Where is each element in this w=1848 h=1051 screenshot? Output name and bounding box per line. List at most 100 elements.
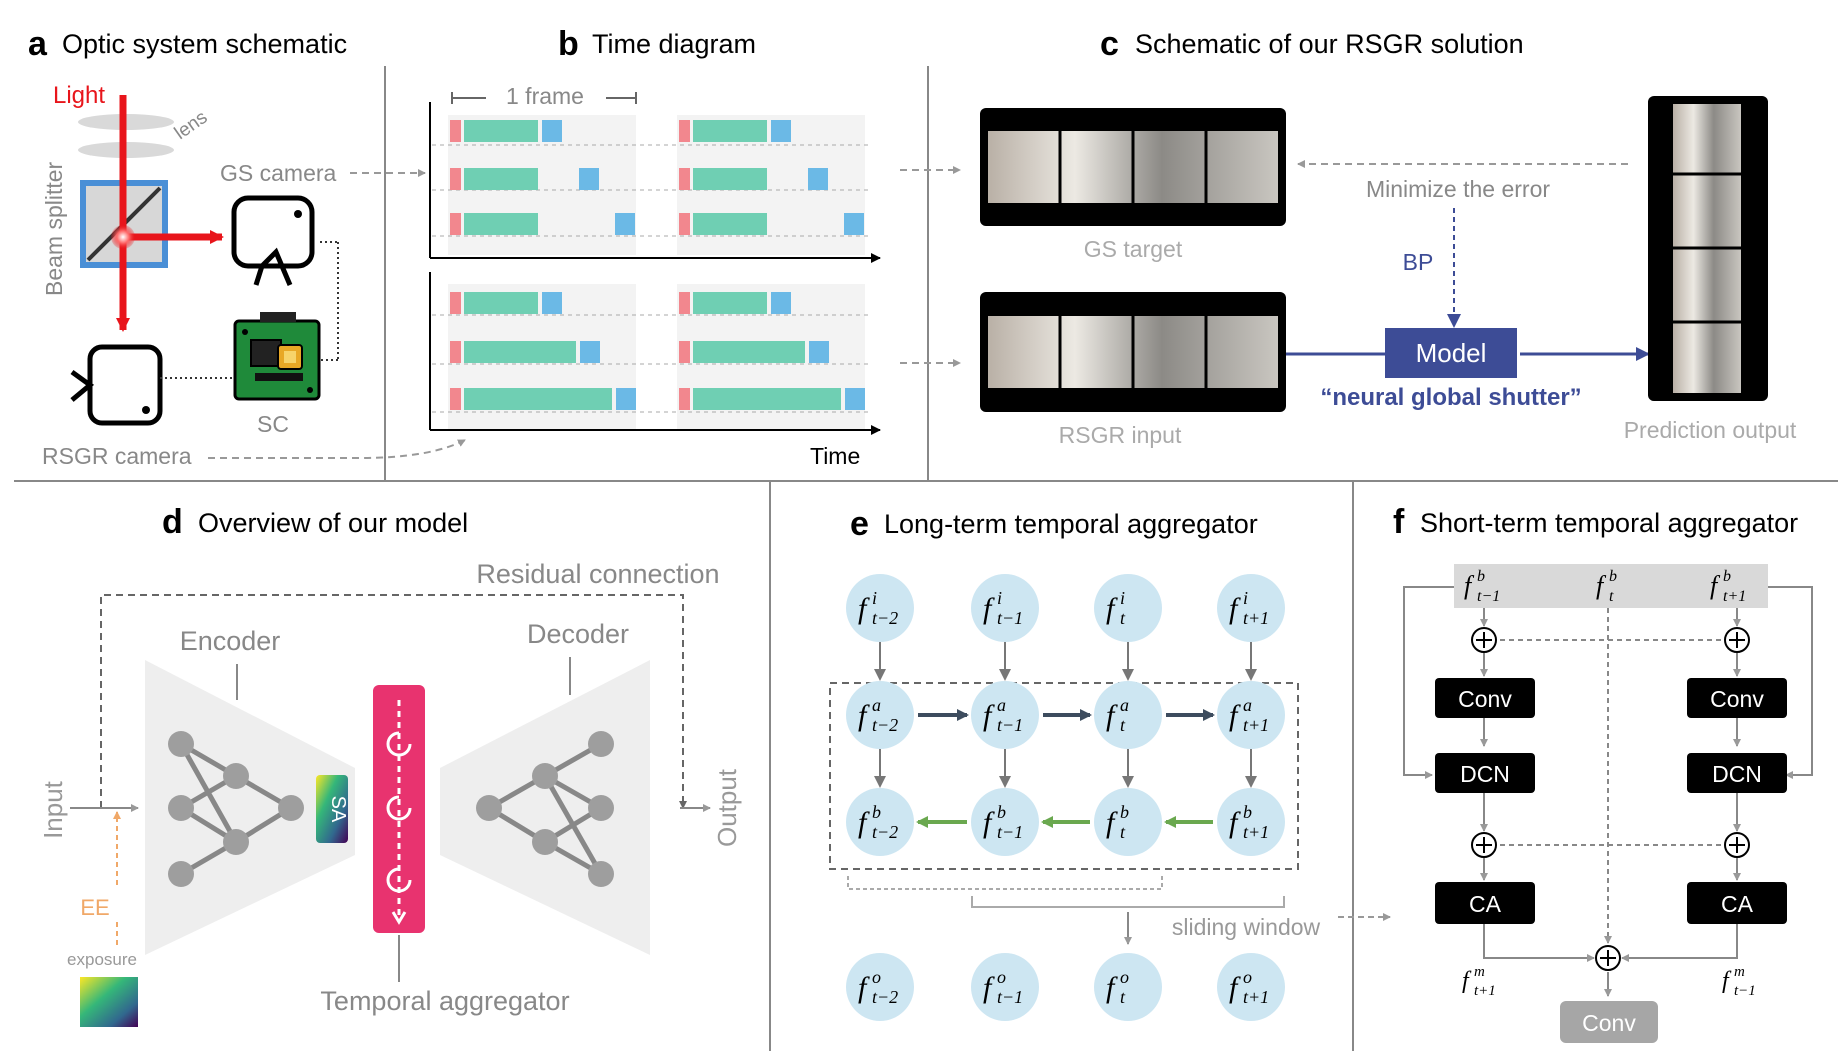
feature-node-sub: t−1 — [997, 822, 1023, 842]
sup-f-b-tp1: b — [1723, 568, 1731, 585]
panel-a-letter: a — [28, 25, 48, 63]
encoder-label: Encoder — [180, 626, 281, 656]
panel-e-letter: e — [850, 505, 869, 543]
panel-separators — [14, 66, 1838, 1051]
ca-left-label: CA — [1469, 891, 1502, 917]
rsgr-input-film — [980, 292, 1286, 412]
sub-f-b-tp1: t+1 — [1723, 588, 1746, 605]
feature-node-sup: b — [997, 802, 1006, 822]
feature-node-a-1 — [971, 681, 1039, 749]
neural-global-shutter-label: “neural global shutter” — [1320, 384, 1581, 411]
feature-node-o-2 — [1094, 953, 1162, 1021]
panel-a-title: Optic system schematic — [62, 29, 347, 59]
feature-node-sub: t — [1120, 608, 1126, 628]
sa-label: SA — [327, 796, 349, 823]
conv-right-label: Conv — [1710, 686, 1764, 712]
feature-node-sup: i — [872, 588, 877, 608]
sc-board-icon — [233, 312, 321, 401]
feature-node-sub: t+1 — [1243, 715, 1269, 735]
temporal-aggregator-label: Temporal aggregator — [320, 986, 569, 1016]
feature-node-sup: a — [1243, 695, 1252, 715]
panel-c-title: Schematic of our RSGR solution — [1135, 29, 1524, 59]
conv-block-left: Conv — [1435, 678, 1535, 718]
feature-node-i-0 — [846, 574, 914, 642]
gs-target-film — [980, 108, 1286, 226]
sub-f-m-tm1: t−1 — [1734, 983, 1756, 999]
lens-label: lens — [171, 107, 212, 144]
feature-node-sup: b — [1120, 802, 1129, 822]
prediction-output-film — [1648, 96, 1768, 401]
ca-block-right: CA — [1687, 882, 1787, 924]
feature-node-sub: t−2 — [872, 987, 898, 1007]
feature-node-a-0 — [846, 681, 914, 749]
light-label: Light — [53, 82, 105, 109]
model-label: Model — [1416, 338, 1487, 368]
sliding-window-label: sliding window — [1172, 914, 1321, 940]
feature-node-sup: a — [872, 695, 881, 715]
sup-f-m-tp1: m — [1474, 964, 1485, 980]
encoder-nodes — [168, 731, 304, 887]
feature-node-sup: o — [997, 967, 1006, 987]
ca-block-left: CA — [1435, 882, 1535, 924]
feature-node-sub: t+1 — [1243, 987, 1269, 1007]
time-label: Time — [810, 443, 860, 469]
panel-c-letter: c — [1100, 25, 1119, 63]
feature-node-sub: t−1 — [997, 608, 1023, 628]
panel-b-letter: b — [558, 25, 579, 63]
sa-block — [316, 775, 348, 843]
panel-e-title: Long-term temporal aggregator — [884, 509, 1258, 539]
gs-camera-icon — [231, 195, 315, 286]
beam-splitter-label: Beam splitter — [41, 161, 67, 296]
panel-f-title: Short-term temporal aggregator — [1420, 508, 1798, 538]
feature-node-sub: t+1 — [1243, 608, 1269, 628]
feature-node-sup: b — [1243, 802, 1252, 822]
conv-left-label: Conv — [1458, 686, 1512, 712]
feature-f-m-tp1: f — [1462, 968, 1472, 994]
encoder-shape — [145, 660, 355, 955]
feature-node-o-3 — [1217, 953, 1285, 1021]
feature-node-b-3 — [1217, 788, 1285, 856]
sc-label: SC — [257, 411, 289, 437]
feature-node-sub: t−2 — [872, 715, 898, 735]
residual-connection-label: Residual connection — [476, 559, 719, 589]
frame-label: 1 frame — [506, 83, 584, 109]
sub-f-b-tm1: t−1 — [1477, 588, 1500, 605]
sub-f-b-t: t — [1609, 588, 1614, 605]
feature-node-i-2 — [1094, 574, 1162, 642]
decoder-nodes — [476, 731, 614, 887]
rsgr-camera-icon — [70, 344, 163, 426]
feature-node-sub: t−2 — [872, 608, 898, 628]
panel-d-title: Overview of our model — [198, 508, 468, 538]
feature-node-sup: a — [1120, 695, 1129, 715]
feature-f-b-tp1: f — [1710, 571, 1721, 600]
dcn-block-right: DCN — [1687, 753, 1787, 793]
dcn-right-label: DCN — [1712, 761, 1762, 787]
panel-c: c Schematic of our RSGR solution GS targ… — [900, 25, 1797, 448]
rsgr-camera-label: RSGR camera — [42, 443, 192, 469]
feature-f-b-t: f — [1596, 571, 1607, 600]
final-conv-label: Conv — [1582, 1010, 1636, 1036]
rsgr-input-label: RSGR input — [1059, 422, 1182, 448]
gs-timing-bars — [450, 120, 864, 235]
feature-node-a-3 — [1217, 681, 1285, 749]
feature-node-o-0 — [846, 953, 914, 1021]
bp-label: BP — [1403, 249, 1434, 275]
feature-node-sup: o — [1120, 967, 1129, 987]
feature-node-b-0 — [846, 788, 914, 856]
feature-node-sub: t−1 — [997, 715, 1023, 735]
gs-camera-label: GS camera — [220, 160, 337, 186]
rsgr-timing-bars — [450, 292, 865, 410]
ee-label: EE — [80, 895, 109, 920]
input-label: Input — [38, 780, 68, 839]
feature-node-sup: i — [997, 588, 1002, 608]
feature-node-sup: o — [1243, 967, 1252, 987]
recurrent-loop-icons — [386, 700, 412, 925]
panel-a: a Optic system schematic Light lens Beam… — [28, 25, 466, 469]
feature-node-a-2 — [1094, 681, 1162, 749]
feature-node-sup: b — [872, 802, 881, 822]
feature-node-sup: a — [997, 695, 1006, 715]
feature-node-sub: t−2 — [872, 822, 898, 842]
